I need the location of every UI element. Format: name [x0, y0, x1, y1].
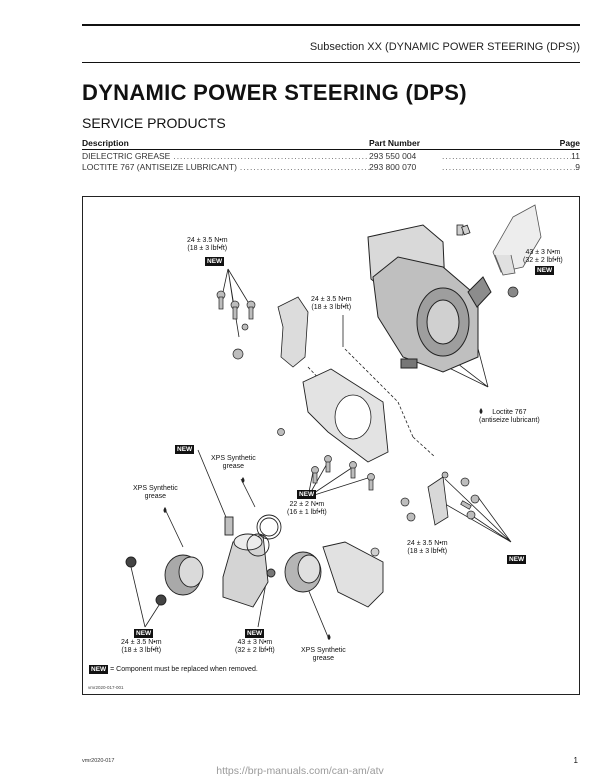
new-badge: NEW: [89, 665, 109, 674]
cell-description: LOCTITE 767 (ANTISEIZE LUBRICANT): [82, 162, 237, 172]
torque-label-top-mid: 24 ± 3.5 N•m(18 ± 3 lbf•ft): [311, 296, 352, 311]
exploded-view-figure: 24 ± 3.5 N•m(18 ± 3 lbf•ft) NEW 24 ± 3.5…: [82, 196, 580, 695]
legend: NEW = Component must be replaced when re…: [89, 665, 258, 674]
subsection-header: Subsection XX (DYNAMIC POWER STEERING (D…: [309, 41, 580, 53]
torque-label-right: 24 ± 3.5 N•m(18 ± 3 lbf•ft): [407, 540, 448, 555]
page-title: DYNAMIC POWER STEERING (DPS): [82, 80, 467, 105]
section-heading: SERVICE PRODUCTS: [82, 115, 226, 131]
leader-dots: [439, 162, 575, 172]
table-row: LOCTITE 767 (ANTISEIZE LUBRICANT) 293 80…: [82, 162, 580, 173]
torque-label-center: 22 ± 2 N•m(16 ± 1 lbf•ft): [287, 501, 327, 516]
torque-label-bottom-mid: 43 ± 3 N•m(32 ± 2 lbf•ft): [235, 639, 275, 654]
column-header-description: Description: [82, 138, 129, 148]
leader-dots: [170, 151, 369, 161]
cell-page-link[interactable]: 11: [571, 151, 580, 161]
new-badge: NEW: [297, 490, 317, 499]
loctite-label: Loctite 767(antiseize lubricant): [479, 409, 540, 424]
service-products-table: Description Part Number Page DIELECTRIC …: [82, 138, 580, 173]
figure-code: vmr2020-017-001: [88, 685, 124, 690]
column-header-part-number: Part Number: [369, 138, 421, 148]
legend-text: = Component must be replaced when remove…: [110, 666, 258, 673]
table-row: DIELECTRIC GREASE 293 550 004 11: [82, 151, 580, 162]
exploded-view-illustration: [125, 204, 542, 640]
cell-description: DIELECTRIC GREASE: [82, 151, 171, 161]
table-header-row: Description Part Number Page: [82, 138, 580, 150]
footer-code: vmr2020-017: [82, 758, 115, 764]
cell-part-number: 293 800 070: [369, 162, 417, 172]
new-badge: NEW: [175, 445, 195, 454]
cell-page-link[interactable]: 9: [575, 162, 580, 172]
column-header-page: Page: [559, 138, 580, 148]
cell-part-number: 293 550 004: [369, 151, 417, 161]
torque-label-top-left: 24 ± 3.5 N•m(18 ± 3 lbf•ft): [187, 237, 228, 252]
new-badge: NEW: [205, 257, 225, 266]
new-badge: NEW: [507, 555, 527, 564]
watermark-url: https://brp-manuals.com/can-am/atv: [216, 765, 384, 777]
torque-label-top-right: 43 ± 3 N•m(32 ± 2 lbf•ft): [523, 249, 563, 264]
leader-dots: [237, 162, 369, 172]
leader-dots: [439, 151, 571, 161]
torque-label-bottom-left: 24 ± 3.5 N•m(18 ± 3 lbf•ft): [121, 639, 162, 654]
new-badge: NEW: [134, 629, 154, 638]
header-rule: [82, 62, 580, 63]
new-badge: NEW: [245, 629, 265, 638]
new-badge: NEW: [535, 266, 555, 275]
page-number: 1: [573, 756, 578, 765]
grease-drop-icon: [163, 408, 483, 640]
top-rule: [82, 24, 580, 26]
